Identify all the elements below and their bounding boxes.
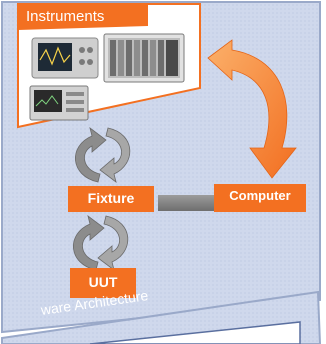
architecture-inner-box — [89, 321, 301, 344]
pxi-chassis-image — [103, 33, 185, 83]
computer-label: Computer — [229, 188, 291, 203]
uut-box — [70, 268, 136, 298]
fixture-label: Fixture — [87, 190, 135, 206]
fixture-box — [68, 186, 154, 212]
spectrum-analyzer-image — [29, 85, 89, 121]
oscilloscope-image — [31, 37, 99, 79]
fixture-uut-cycle-arrows — [73, 215, 129, 271]
instruments-tab — [18, 4, 148, 30]
instruments-computer-arrow — [207, 39, 297, 179]
computer-box — [214, 184, 306, 212]
instrument-fixture-cycle-arrows — [75, 127, 131, 183]
instruments-label: Instruments — [26, 8, 105, 25]
fixture-computer-link — [158, 195, 214, 211]
uut-label: UUT — [88, 274, 118, 290]
